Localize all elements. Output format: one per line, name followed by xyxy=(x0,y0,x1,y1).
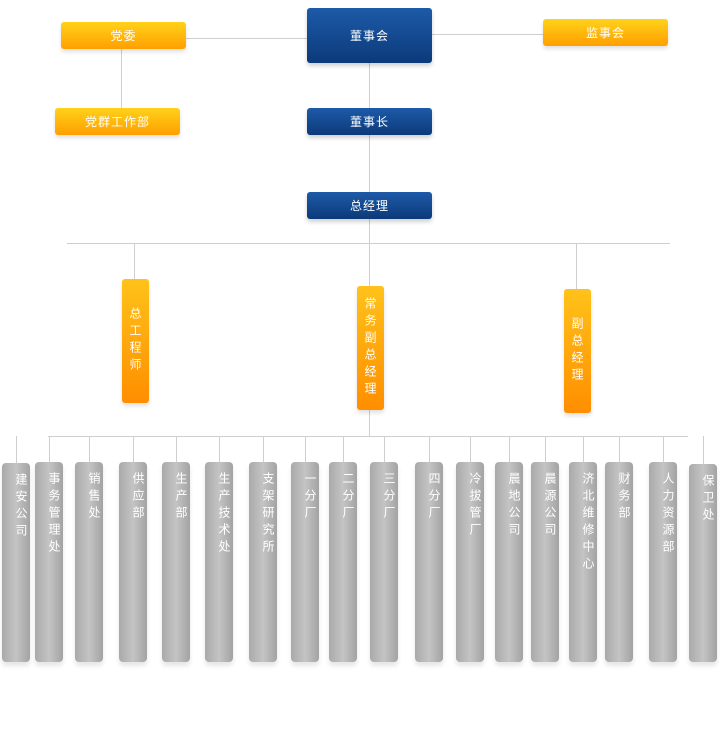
department-connector xyxy=(219,436,220,462)
department-connector xyxy=(305,436,306,462)
department-box: 事务管理处 xyxy=(35,462,63,662)
department-connector xyxy=(509,436,510,462)
department-box: 二分厂 xyxy=(329,462,357,662)
department-box: 一分厂 xyxy=(291,462,319,662)
connector-chairman-gm xyxy=(369,135,370,193)
connector-deputy-gm-drop xyxy=(576,243,577,289)
general-manager-box: 总经理 xyxy=(307,192,432,219)
department-box: 销售处 xyxy=(75,462,103,662)
chairman-box: 董事长 xyxy=(307,108,432,135)
connector-department-bus xyxy=(48,436,688,437)
department-box: 晨地公司 xyxy=(495,462,523,662)
department-connector xyxy=(663,436,664,462)
department-connector xyxy=(89,436,90,462)
connector-deputy-bus xyxy=(67,243,670,244)
connector-chief-engineer-drop xyxy=(134,243,135,279)
department-connector xyxy=(176,436,177,462)
executive-vice-gm-box: 常务副总经理 xyxy=(357,286,384,410)
connector-executive-vp-drop xyxy=(369,243,370,286)
department-connector xyxy=(545,436,546,462)
department-connector xyxy=(703,436,704,464)
chief-engineer-box: 总工程师 xyxy=(122,279,149,403)
connector-party-partymass xyxy=(121,49,122,109)
department-box: 四分厂 xyxy=(415,462,443,662)
department-box: 冷拔管厂 xyxy=(456,462,484,662)
department-box: 建安公司 xyxy=(2,463,30,662)
supervisory-board-box: 监事会 xyxy=(543,19,668,46)
department-box: 财务部 xyxy=(605,462,633,662)
department-box: 支架研究所 xyxy=(249,462,277,662)
department-connector xyxy=(384,436,385,462)
department-box: 供应部 xyxy=(119,462,147,662)
party-committee-box: 党委 xyxy=(61,22,186,49)
department-connector xyxy=(470,436,471,462)
department-box: 三分厂 xyxy=(370,462,398,662)
department-connector xyxy=(343,436,344,462)
connector-board-chairman xyxy=(369,63,370,109)
department-box: 济北维修中心 xyxy=(569,462,597,662)
department-connector xyxy=(49,436,50,462)
department-box: 保卫处 xyxy=(689,464,717,662)
connector-gm-bus xyxy=(369,219,370,244)
department-box: 人力资源部 xyxy=(649,462,677,662)
department-box: 晨源公司 xyxy=(531,462,559,662)
department-connector xyxy=(619,436,620,462)
department-connector xyxy=(429,436,430,462)
connector-board-supervisors xyxy=(432,34,544,35)
deputy-gm-box: 副总经理 xyxy=(564,289,591,413)
department-box: 生产技术处 xyxy=(205,462,233,662)
department-connector xyxy=(16,436,17,463)
board-of-directors-box: 董事会 xyxy=(307,8,432,63)
department-connector xyxy=(133,436,134,462)
department-connector xyxy=(583,436,584,462)
connector-executive-vp-down xyxy=(369,410,370,436)
department-connector xyxy=(263,436,264,462)
department-box: 生产部 xyxy=(162,462,190,662)
party-mass-work-dept-box: 党群工作部 xyxy=(55,108,180,135)
connector-party-board xyxy=(186,38,308,39)
